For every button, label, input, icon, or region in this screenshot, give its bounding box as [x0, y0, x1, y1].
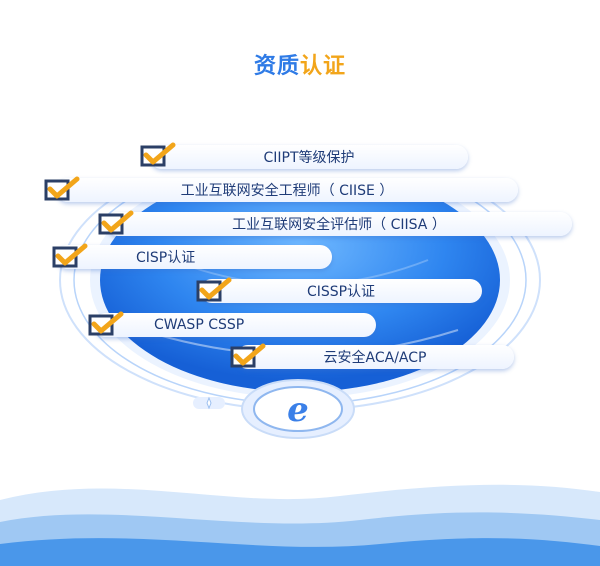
- checkbox-check-icon: [140, 142, 176, 167]
- cert-label: 云安全ACA/ACP: [323, 350, 427, 366]
- cert-pill-aca: 云安全ACA/ACP: [236, 345, 514, 369]
- checkbox-check-icon: [44, 176, 80, 201]
- title-part-orange: 认证: [300, 54, 347, 79]
- title-part-blue: 资质: [253, 54, 300, 79]
- cert-label: 工业互联网安全评估师（ CIISA ）: [232, 217, 446, 233]
- cert-label: CWASP CSSP: [154, 317, 245, 333]
- checkbox-check-icon: [98, 210, 134, 235]
- bottom-wave-decoration: [0, 484, 600, 566]
- cert-pill-cwasp: CWASP CSSP: [94, 313, 376, 337]
- cert-label: CISP认证: [136, 250, 196, 266]
- sparkle-icon: [193, 396, 225, 410]
- cert-pill-ciisa: 工业互联网安全评估师（ CIISA ）: [106, 212, 572, 236]
- checkbox-check-icon: [52, 243, 88, 268]
- cert-label: CIIPT等级保护: [263, 150, 355, 166]
- cert-pill-ciise: 工业互联网安全工程师（ CIISE ）: [56, 178, 518, 202]
- svg-text:e: e: [287, 390, 309, 430]
- cert-pill-ciipt: CIIPT等级保护: [150, 145, 468, 169]
- cert-pill-cisp: CISP认证: [56, 245, 332, 269]
- checkbox-check-icon: [196, 277, 232, 302]
- page-title: 资质认证: [0, 48, 600, 80]
- cert-label: 工业互联网安全工程师（ CIISE ）: [180, 183, 394, 199]
- e-logo-icon: e: [241, 379, 355, 439]
- checkbox-check-icon: [230, 343, 266, 368]
- cert-pill-cissp: CISSP认证: [200, 279, 482, 303]
- cert-label: CISSP认证: [306, 284, 376, 300]
- checkbox-check-icon: [88, 311, 124, 336]
